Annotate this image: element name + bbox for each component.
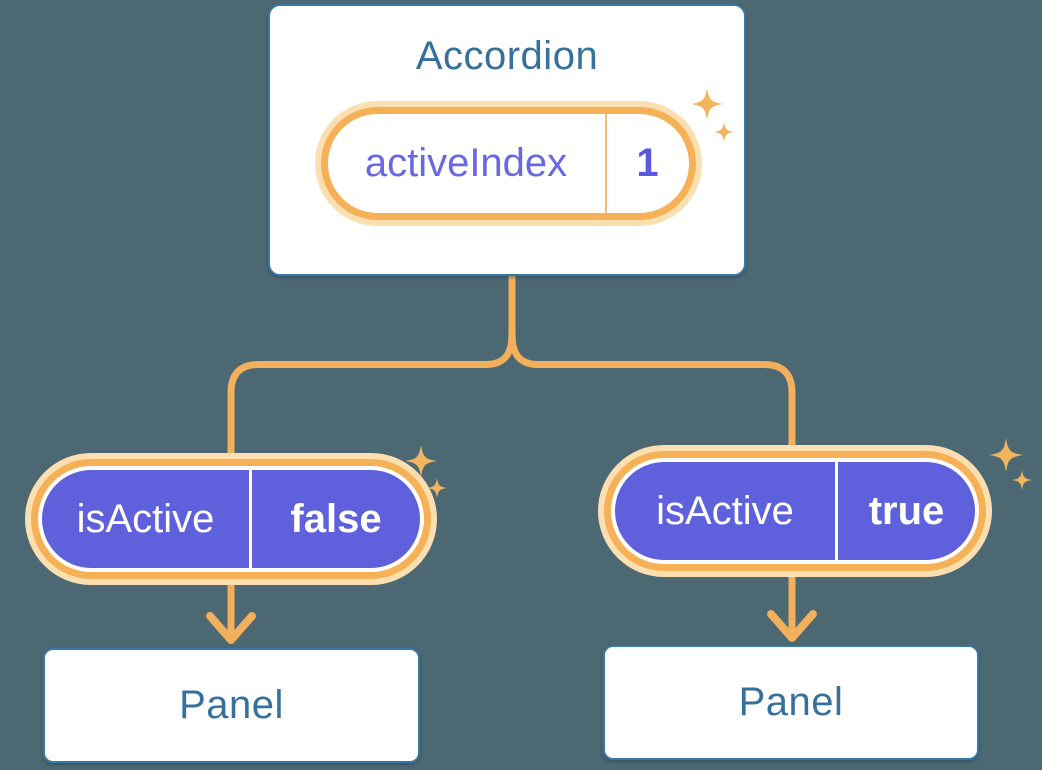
prop-pill-body: isActive true <box>615 462 975 560</box>
panel-title: Panel <box>738 680 844 724</box>
state-value-label: 1 <box>636 141 659 185</box>
prop-key-label: isActive <box>76 496 215 541</box>
panel-card-right: Panel <box>603 645 979 760</box>
prop-value-segment: false <box>249 470 420 568</box>
panel-card-left: Panel <box>43 648 420 763</box>
arrow-down-icon <box>767 610 817 642</box>
prop-key-segment: isActive <box>42 470 249 568</box>
sparkle-icon <box>405 445 437 477</box>
prop-pill-isactive-true: isActive true <box>604 451 986 571</box>
sparkle-icon <box>989 438 1023 472</box>
panel-title: Panel <box>179 683 284 727</box>
sparkle-icon <box>1012 470 1032 490</box>
prop-value-label: true <box>868 488 945 533</box>
prop-pill-body: isActive false <box>42 470 420 568</box>
sparkle-icon <box>427 478 447 498</box>
state-pill: activeIndex 1 <box>320 107 696 220</box>
state-pill-key-segment: activeIndex <box>328 114 605 213</box>
accordion-title: Accordion <box>415 34 599 78</box>
prop-key-segment: isActive <box>615 462 835 560</box>
prop-value-label: false <box>290 496 382 541</box>
prop-pill-isactive-false: isActive false <box>31 459 431 579</box>
state-key-label: activeIndex <box>364 141 568 185</box>
connector-branch-left <box>227 274 516 638</box>
prop-key-label: isActive <box>656 488 794 533</box>
accordion-card: Accordion activeIndex 1 <box>268 4 746 276</box>
state-pill-value-segment: 1 <box>604 114 689 213</box>
arrow-down-icon <box>206 612 256 644</box>
prop-value-segment: true <box>835 462 975 560</box>
